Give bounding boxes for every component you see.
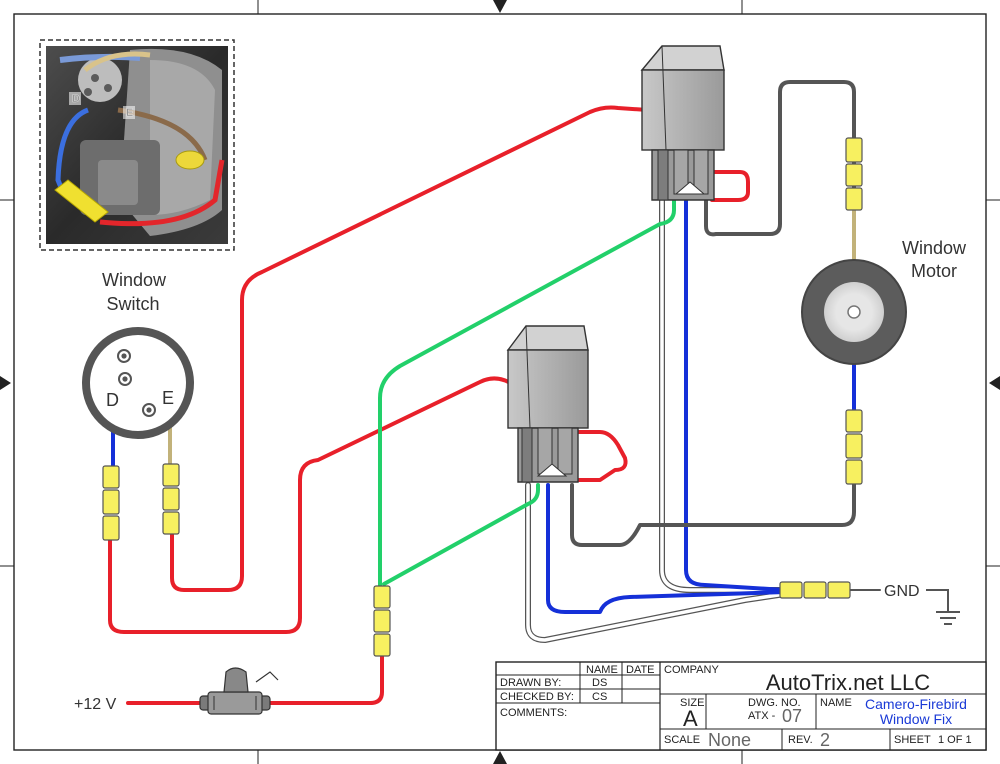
dwg-no-label: DWG. NO.: [748, 697, 801, 709]
bottom-center-marker: [493, 751, 507, 764]
dwg-number: 07: [782, 706, 802, 726]
window-motor: Window Motor: [801, 238, 967, 365]
dwg-prefix: ATX -: [748, 710, 776, 722]
wires: [108, 80, 881, 705]
switch-terminal-2: [118, 372, 132, 386]
company-name: AutoTrix.net LLC: [766, 670, 930, 695]
title-block: NAME DATE DRAWN BY: DS CHECKED BY: CS CO…: [495, 661, 987, 751]
date-column-header: DATE: [626, 664, 655, 676]
inset-photo: D E: [39, 39, 235, 251]
right-center-marker: [989, 376, 1000, 390]
connector-power-junction: [373, 585, 391, 657]
window-switch: D E Window Switch: [82, 270, 194, 439]
sheet-value: 1 OF 1: [938, 734, 972, 746]
left-center-marker: [0, 376, 11, 390]
connector-motor-top: [845, 137, 863, 211]
rev-value: 2: [820, 730, 830, 750]
size-value: A: [683, 706, 698, 731]
butt-connectors: [102, 137, 863, 657]
size-label: SIZE: [680, 697, 704, 709]
drawing-name-line2: Window Fix: [880, 711, 952, 727]
inline-fuse: [199, 667, 279, 715]
switch-terminal-3: [142, 403, 156, 417]
motor-label-line2: Motor: [911, 261, 957, 281]
drawing-name-line1: Camero-Firebird: [865, 696, 967, 712]
motor-label-line1: Window: [902, 238, 967, 258]
drawn-by-label: DRAWN BY:: [500, 677, 561, 689]
name-column-header: NAME: [586, 664, 618, 676]
comments-label: COMMENTS:: [500, 707, 567, 719]
scale-value: None: [708, 730, 751, 750]
switch-terminal-1: [117, 349, 131, 363]
connector-switch-e: [162, 463, 180, 535]
switch-label-line2: Switch: [106, 294, 159, 314]
relay-upper: [640, 45, 725, 201]
connector-ground: [779, 581, 851, 599]
connector-switch-d: [102, 465, 120, 541]
top-center-marker: [493, 0, 507, 13]
scale-label: SCALE: [664, 734, 700, 746]
relay-lower: [506, 325, 589, 483]
ground-symbol: GND: [884, 583, 960, 625]
power-label: +12 V: [74, 696, 117, 713]
connector-motor-bottom: [845, 409, 863, 485]
ground-label: GND: [884, 583, 920, 600]
rev-label: REV.: [788, 734, 813, 746]
switch-terminal-e-label: E: [162, 388, 174, 408]
switch-label-line1: Window: [102, 270, 167, 290]
sheet-label: SHEET: [894, 734, 931, 746]
checked-by-value: CS: [592, 691, 607, 703]
switch-terminal-d-label: D: [106, 390, 119, 410]
drawn-by-value: DS: [592, 677, 607, 689]
checked-by-label: CHECKED BY:: [500, 691, 574, 703]
drawing-name-label: NAME: [820, 697, 852, 709]
company-label: COMPANY: [664, 664, 719, 676]
